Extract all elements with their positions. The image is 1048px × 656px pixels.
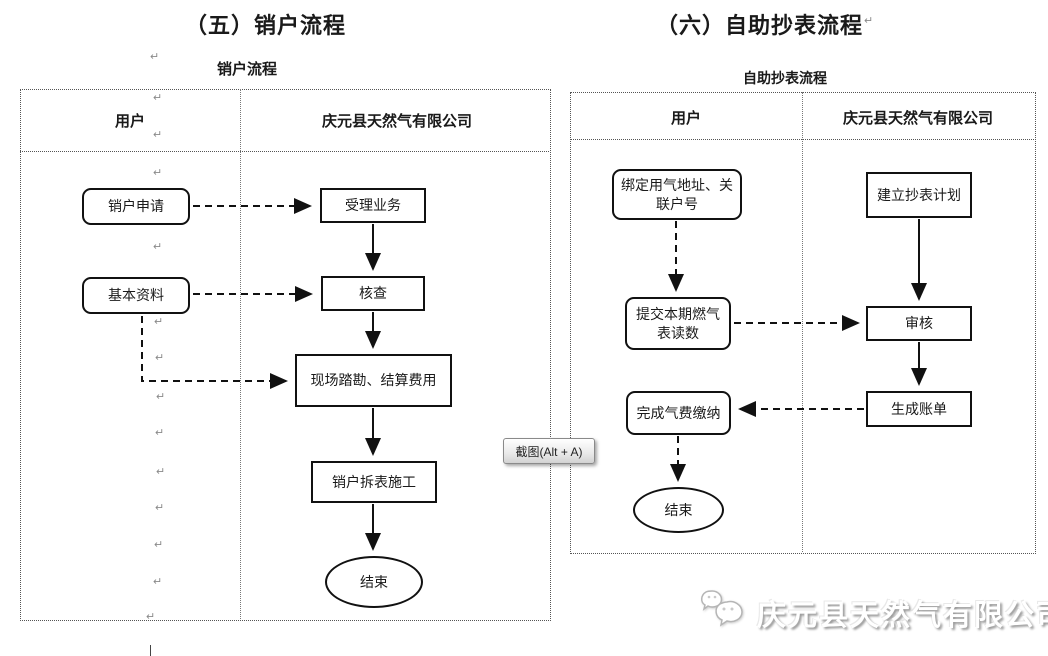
section-title-cancellation: （五）销户流程 [185,13,347,38]
left-chart-lane-user: 用户 [114,113,146,130]
paragraph-mark: ↵ [146,611,156,623]
paragraph-mark: ↵ [153,167,163,179]
paragraph-mark: ↵ [156,466,166,478]
node-bind-address-account: 绑定用气地址、关联户号 [612,169,742,220]
screenshot-tooltip-label: 截图(Alt + A) [515,444,583,459]
paragraph-mark: ↵ [155,352,165,364]
cursor-stub [150,645,151,656]
right-chart-title: 自助抄表流程 [743,70,827,86]
paragraph-mark: ↵ [864,15,874,27]
screenshot-tooltip: 截图(Alt + A) [503,438,595,464]
left-chart-lane-company: 庆元县天然气有限公司 [321,113,473,130]
paragraph-mark: ↵ [154,539,164,551]
node-right-end: 结束 [633,487,724,533]
node-complete-payment: 完成气费缴纳 [626,391,731,435]
paragraph-mark: ↵ [153,576,163,588]
node-verify: 核查 [321,276,425,311]
company-watermark: 庆元县天然气有限公司 [757,600,1048,632]
left-chart-lane-divider [240,89,241,619]
node-left-end: 结束 [325,556,423,608]
node-basic-info: 基本资料 [82,277,190,314]
paragraph-mark: ↵ [154,316,164,328]
paragraph-mark: ↵ [155,502,165,514]
node-meter-removal-work: 销户拆表施工 [311,461,437,503]
node-accept-business: 受理业务 [320,188,426,223]
section-title-self-meter-reading: （六）自助抄表流程 [656,13,864,38]
wechat-logo-icon [701,590,743,627]
node-submit-meter-reading: 提交本期燃气表读数 [625,297,731,350]
paragraph-mark: ↵ [156,391,166,403]
left-chart-frame [20,89,551,621]
right-chart-lane-company: 庆元县天然气有限公司 [842,110,994,127]
right-chart-lane-divider [802,92,803,552]
node-cancel-apply: 销户申请 [82,188,190,225]
right-chart-lane-user: 用户 [670,110,702,127]
paragraph-mark: ↵ [150,51,160,63]
paragraph-mark: ↵ [153,92,163,104]
node-site-survey-settle-fees: 现场踏勘、结算费用 [295,354,452,407]
right-chart-frame [570,92,1036,554]
paragraph-mark: ↵ [155,427,165,439]
paragraph-mark: ↵ [153,129,163,141]
left-chart-title: 销户流程 [217,61,278,78]
paragraph-mark: ↵ [153,241,163,253]
right-chart-header-divider [570,139,1034,140]
node-audit: 审核 [866,306,972,341]
node-generate-bill: 生成账单 [866,391,972,427]
node-create-reading-plan: 建立抄表计划 [866,172,972,218]
left-chart-header-divider [20,151,549,152]
